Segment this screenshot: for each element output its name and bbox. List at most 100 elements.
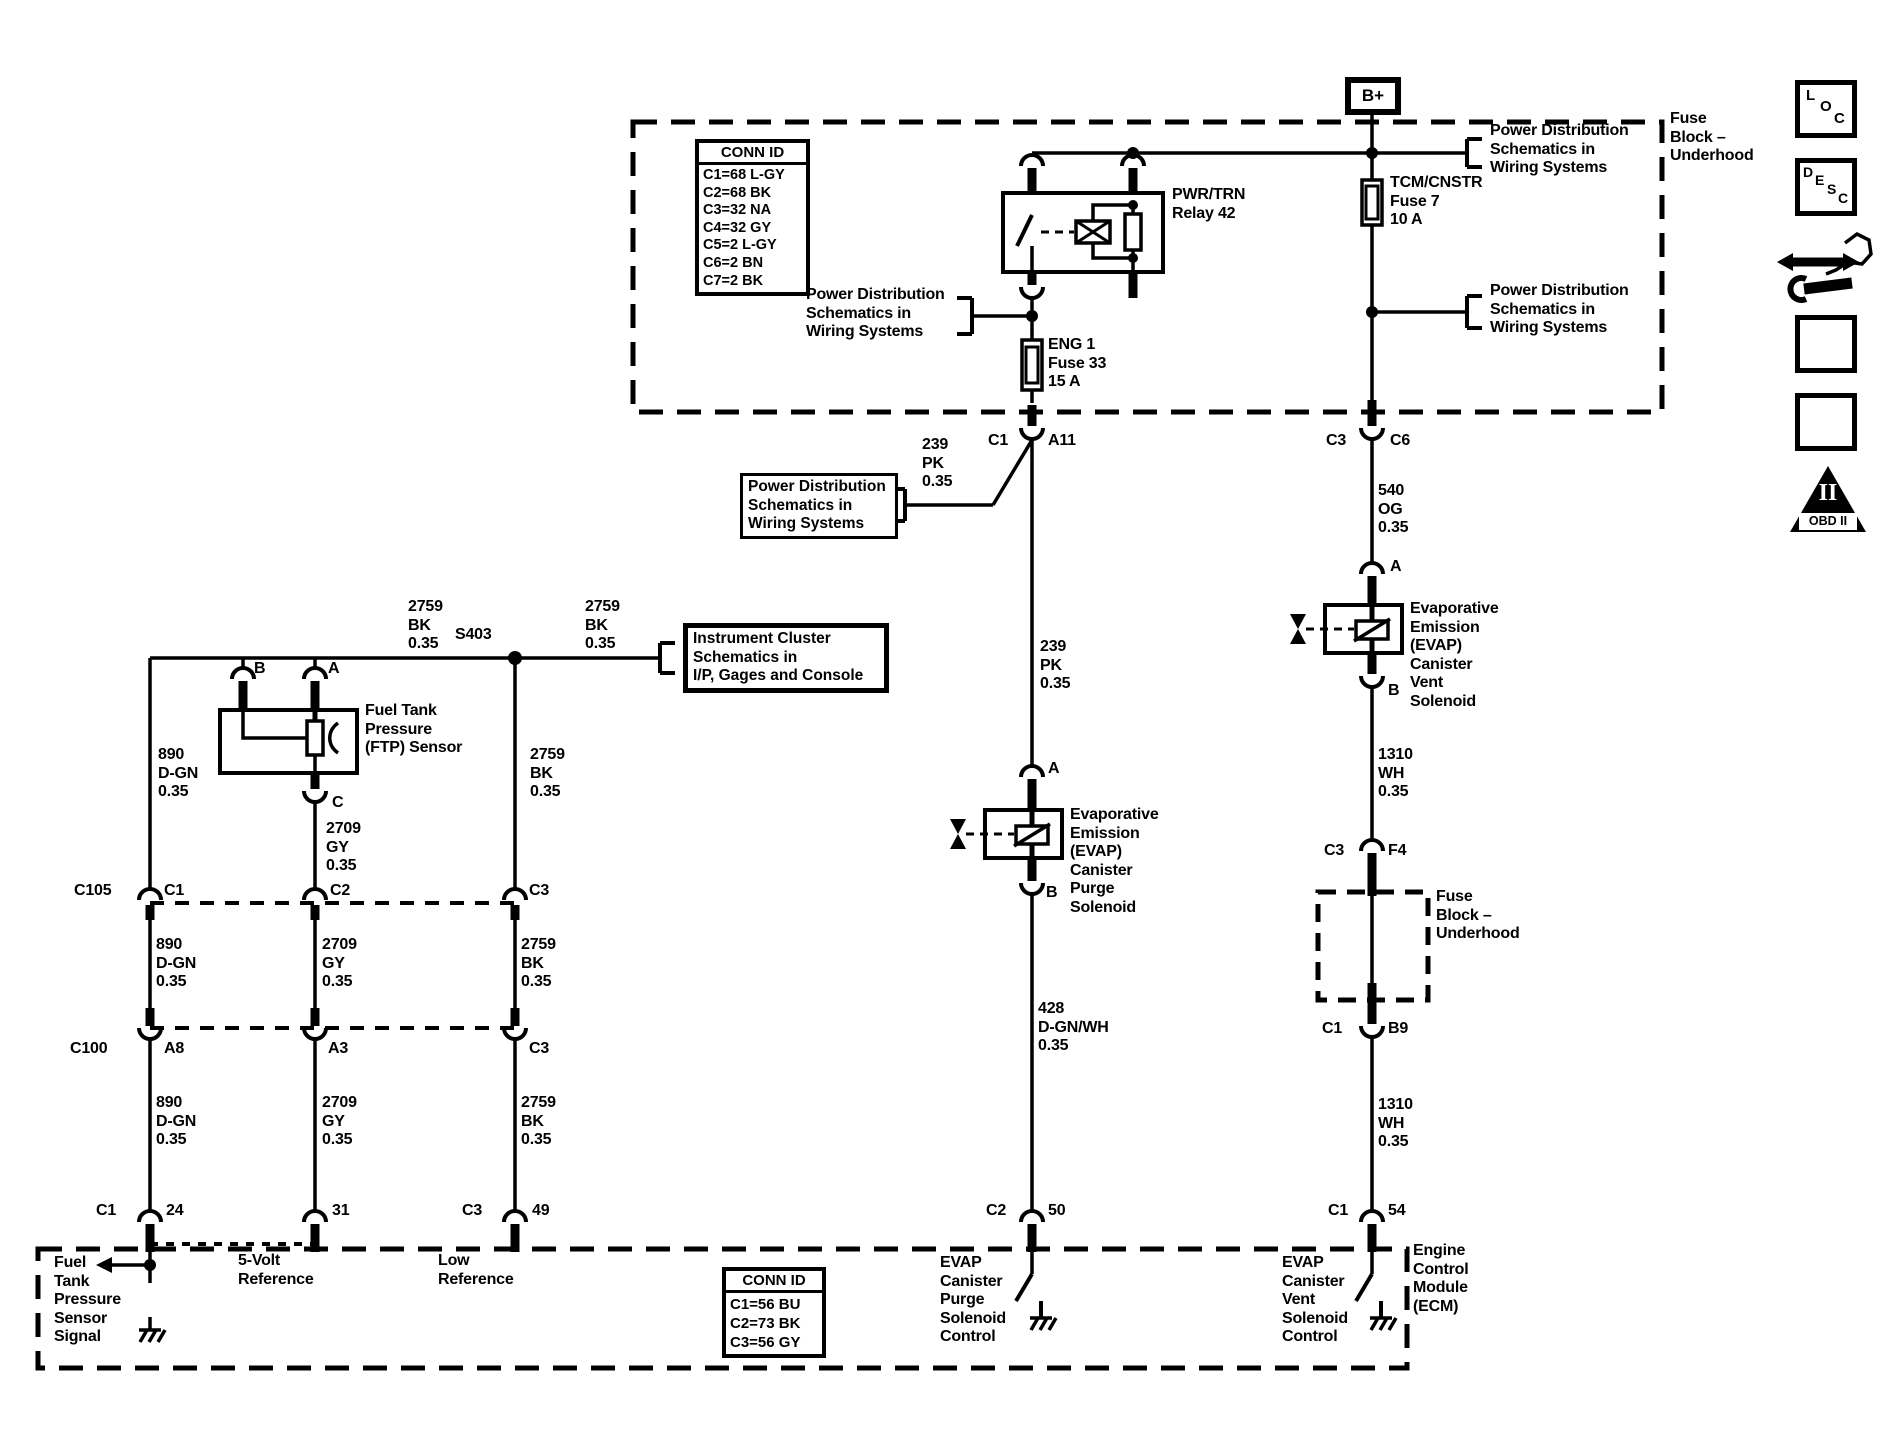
terminal-b: B bbox=[254, 660, 266, 677]
signal-direction-arrow bbox=[96, 1257, 112, 1273]
loc-letter: L bbox=[1806, 87, 1816, 104]
conn-id-row: C3=32 NA bbox=[703, 202, 772, 219]
loc-button[interactable]: L O C bbox=[1795, 80, 1857, 138]
connector-c1: C1 bbox=[96, 1202, 117, 1219]
connector-c1: C1 bbox=[1322, 1020, 1343, 1037]
power-distribution-ref: Power Distribution Schematics in Wiring … bbox=[806, 286, 945, 340]
ecm-box-outline bbox=[35, 1246, 1410, 1371]
wire-label-2759: 2759 BK 0.35 bbox=[530, 746, 565, 800]
conn-id-row: C5=2 L-GY bbox=[703, 237, 777, 254]
terminal-a: A bbox=[328, 660, 340, 677]
pin-c3: C3 bbox=[529, 1040, 550, 1057]
conn-id-row: C6=2 BN bbox=[703, 254, 764, 271]
conn-id-row: C4=32 GY bbox=[703, 219, 772, 236]
wire-label-428: 428 D-GN/WH 0.35 bbox=[1038, 1000, 1109, 1054]
evap-vent-solenoid-label: Evaporative Emission (EVAP) Canister Ven… bbox=[1410, 600, 1499, 710]
ecm-5v-ref-label: 5-Volt Reference bbox=[238, 1252, 314, 1288]
ecm-low-ref-label: Low Reference bbox=[438, 1252, 514, 1288]
pin-a3: A3 bbox=[328, 1040, 349, 1057]
connector-row-lines bbox=[150, 901, 515, 1246]
connector-c1: C1 bbox=[988, 432, 1009, 449]
junction-dots bbox=[144, 147, 1378, 1271]
connector-stubs bbox=[145, 168, 1377, 1252]
connector-c105: C105 bbox=[74, 882, 112, 899]
terminal-b: B bbox=[1388, 682, 1400, 699]
connector-c3: C3 bbox=[462, 1202, 483, 1219]
desc-button[interactable]: D E S C bbox=[1795, 158, 1857, 216]
desc-letter: D bbox=[1803, 164, 1814, 180]
wire-label-2709: 2709 GY 0.35 bbox=[322, 936, 357, 990]
wire-label-890: 890 D-GN 0.35 bbox=[156, 936, 197, 990]
ecm-vent-control-label: EVAP Canister Vent Solenoid Control bbox=[1282, 1254, 1348, 1345]
connector-c1: C1 bbox=[1328, 1202, 1349, 1219]
terminal-a: A bbox=[1048, 760, 1060, 777]
conn-id-row: C2=73 BK bbox=[730, 1315, 801, 1332]
conn-id-title: CONN ID bbox=[699, 143, 806, 165]
loc-letter: C bbox=[1834, 110, 1845, 127]
connector-c3: C3 bbox=[1324, 842, 1345, 859]
conn-id-title: CONN ID bbox=[726, 1271, 822, 1293]
conn-id-row: C3=56 GY bbox=[730, 1334, 801, 1351]
fuse-block-underhood-label: Fuse Block – Underhood bbox=[1436, 888, 1520, 942]
tcm-cnstr-fuse-7 bbox=[1360, 178, 1384, 227]
pin-49: 49 bbox=[532, 1202, 550, 1219]
wire-label-890: 890 D-GN 0.35 bbox=[156, 1094, 197, 1148]
obd2-numeral: II bbox=[1818, 480, 1838, 506]
pin-a8: A8 bbox=[164, 1040, 185, 1057]
instrument-cluster-ref-box: Instrument Cluster Schematics in I/P, Ga… bbox=[683, 623, 889, 693]
wire-label-2709: 2709 GY 0.35 bbox=[322, 1094, 357, 1148]
ftp-sensor-label: Fuel Tank Pressure (FTP) Sensor bbox=[365, 702, 463, 756]
eng-fuse-33 bbox=[1020, 338, 1044, 392]
schematic-tools-icon[interactable] bbox=[1777, 231, 1873, 303]
pin-31: 31 bbox=[332, 1202, 350, 1219]
conn-id-row: C1=68 L-GY bbox=[703, 167, 785, 183]
b-plus-terminal: B+ bbox=[1345, 77, 1401, 115]
obd2-badge: OBD II bbox=[1799, 513, 1857, 530]
terminal-b: B bbox=[1046, 884, 1058, 901]
desc-letter: E bbox=[1815, 172, 1825, 188]
wire-label-2709: 2709 GY 0.35 bbox=[326, 820, 361, 874]
pin-f4: F4 bbox=[1388, 842, 1407, 859]
pwr-trn-relay bbox=[1001, 191, 1165, 274]
pin-24: 24 bbox=[166, 1202, 184, 1219]
ecm-purge-control-label: EVAP Canister Purge Solenoid Control bbox=[940, 1254, 1006, 1345]
conn-id-row: C2=68 BK bbox=[703, 184, 772, 201]
next-page-button[interactable] bbox=[1795, 315, 1857, 373]
switches bbox=[1014, 214, 1383, 1318]
ecm-title: Engine Control Module (ECM) bbox=[1413, 1242, 1469, 1315]
wires bbox=[112, 113, 1467, 1330]
actuation-dash-links bbox=[966, 230, 1354, 836]
pin-c2: C2 bbox=[330, 882, 351, 899]
wire-label-540: 540 OG 0.35 bbox=[1378, 482, 1409, 536]
previous-page-button[interactable] bbox=[1795, 393, 1857, 451]
connector-c3: C3 bbox=[1326, 432, 1347, 449]
evap-purge-solenoid-symbol bbox=[950, 808, 1064, 860]
ftp-sensor-symbol bbox=[218, 708, 359, 775]
fuse-block-underhood-label: Fuse Block – Underhood bbox=[1670, 110, 1754, 164]
conn-id-row: C7=2 BK bbox=[703, 272, 764, 289]
ecm-ftp-signal-label: Fuel Tank Pressure Sensor Signal bbox=[54, 1254, 121, 1345]
power-distribution-ref: Power Distribution Schematics in Wiring … bbox=[1490, 122, 1629, 176]
pin-c1: C1 bbox=[164, 882, 185, 899]
wire-label-2759: 2759 BK 0.35 bbox=[521, 1094, 556, 1148]
pin-a11: A11 bbox=[1048, 432, 1076, 449]
connector-c2: C2 bbox=[986, 1202, 1007, 1219]
wire-label-2759: 2759 BK 0.35 bbox=[408, 598, 443, 652]
pin-50: 50 bbox=[1048, 1202, 1066, 1219]
eng-fuse-label: ENG 1 Fuse 33 15 A bbox=[1048, 336, 1107, 390]
evap-vent-solenoid-symbol bbox=[1290, 603, 1404, 655]
fuse-block-underhood-box bbox=[630, 119, 1665, 415]
power-distribution-ref-box: Power Distribution Schematics in Wiring … bbox=[740, 473, 898, 539]
wire-label-2759: 2759 BK 0.35 bbox=[521, 936, 556, 990]
desc-letter: C bbox=[1838, 190, 1849, 206]
splice-label: S403 bbox=[455, 626, 492, 643]
pin-c3: C3 bbox=[529, 882, 550, 899]
conn-id-row: C1=56 BU bbox=[730, 1296, 801, 1313]
desc-letter: S bbox=[1827, 181, 1837, 197]
evap-purge-solenoid-label: Evaporative Emission (EVAP) Canister Pur… bbox=[1070, 806, 1159, 916]
terminal-a: A bbox=[1390, 558, 1402, 575]
terminal-c: C bbox=[332, 794, 344, 811]
pin-54: 54 bbox=[1388, 1202, 1406, 1219]
